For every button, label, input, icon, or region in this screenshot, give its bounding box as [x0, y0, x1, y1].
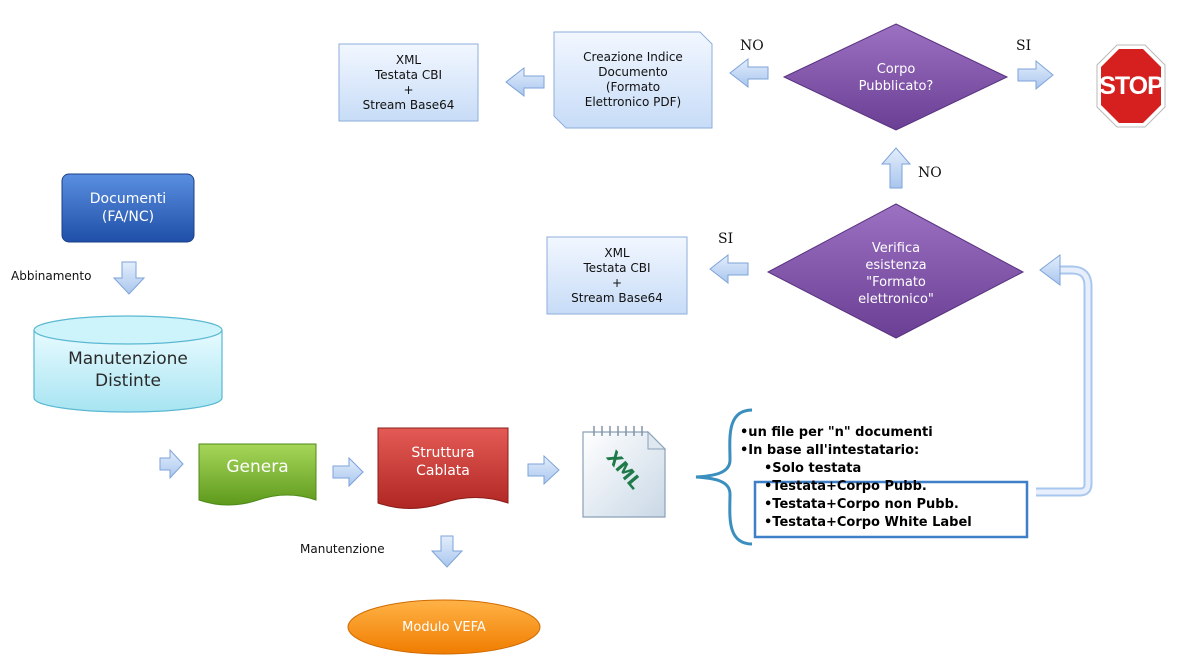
genera-shape — [198, 443, 317, 506]
struttura-cablata-shape — [377, 427, 509, 509]
note-line-4: •Testata+Corpo Pubb. — [764, 479, 927, 494]
documenti-label: Documenti (FA/NC) — [89, 191, 167, 225]
arrow-left-creazione — [729, 57, 769, 89]
xml-mid-box — [546, 236, 688, 315]
si-mid-label: SI — [718, 231, 734, 247]
xml-options-list: •un file per "n" documenti •In base all'… — [740, 424, 972, 532]
modulo-vefa-ellipse — [347, 599, 541, 655]
note-line-1: •un file per "n" documenti — [740, 425, 933, 440]
arrow-left-xml-mid — [709, 253, 749, 285]
modulo-vefa-label: Modulo VEFA — [402, 619, 486, 635]
curly-brace — [695, 408, 753, 546]
verifica-diamond — [766, 203, 1025, 339]
arrow-right-genera — [159, 448, 184, 480]
stop-sign — [1096, 44, 1166, 128]
xml-top-box — [338, 43, 479, 122]
arrow-down-vefa — [430, 535, 464, 568]
no-up-label: NO — [918, 165, 942, 181]
xml-file-icon — [582, 426, 667, 518]
arrow-right-stop — [1017, 59, 1054, 91]
arrow-up-corpo — [880, 147, 912, 189]
arrow-down-abbinamento — [112, 261, 146, 295]
corpo-pubblicato-label: Corpo Pubblicato? — [858, 62, 934, 94]
abbinamento-label: Abbinamento — [11, 269, 92, 283]
note-line-2: •In base all'intestatario: — [740, 443, 920, 458]
corpo-pubblicato-diamond — [782, 23, 1009, 131]
xml-mid-label: XML Testata CBI + Stream Base64 — [571, 245, 663, 305]
creazione-indice-label: Creazione Indice Documento (Formato Elet… — [583, 50, 683, 109]
return-arrow — [1036, 254, 1093, 497]
stop-label: STOP — [1099, 71, 1164, 100]
arrow-right-xml — [527, 454, 560, 486]
arrow-left-xml-top — [505, 66, 545, 98]
manutenzione-distinte-label: Manutenzione Distinte — [68, 349, 188, 391]
options-highlight-box — [753, 480, 1029, 539]
verifica-label: Verifica esistenza "Formato elettronico" — [858, 241, 934, 307]
manutenzione-distinte-cylinder — [33, 315, 223, 413]
note-line-5: •Testata+Corpo non Pubb. — [764, 497, 959, 512]
genera-label: Genera — [226, 456, 289, 477]
creazione-indice-card — [553, 31, 713, 129]
note-line-3: •Solo testata — [764, 461, 862, 476]
struttura-cablata-label: Struttura Cablata — [411, 445, 475, 479]
no-top-label: NO — [740, 38, 764, 54]
manutenzione-label: Manutenzione — [300, 542, 385, 556]
si-top-label: SI — [1016, 38, 1032, 54]
arrow-right-struttura — [332, 456, 364, 488]
xml-top-label: XML Testata CBI + Stream Base64 — [362, 52, 455, 112]
note-line-6: •Testata+Corpo White Label — [764, 515, 972, 530]
documenti-box — [61, 173, 195, 243]
